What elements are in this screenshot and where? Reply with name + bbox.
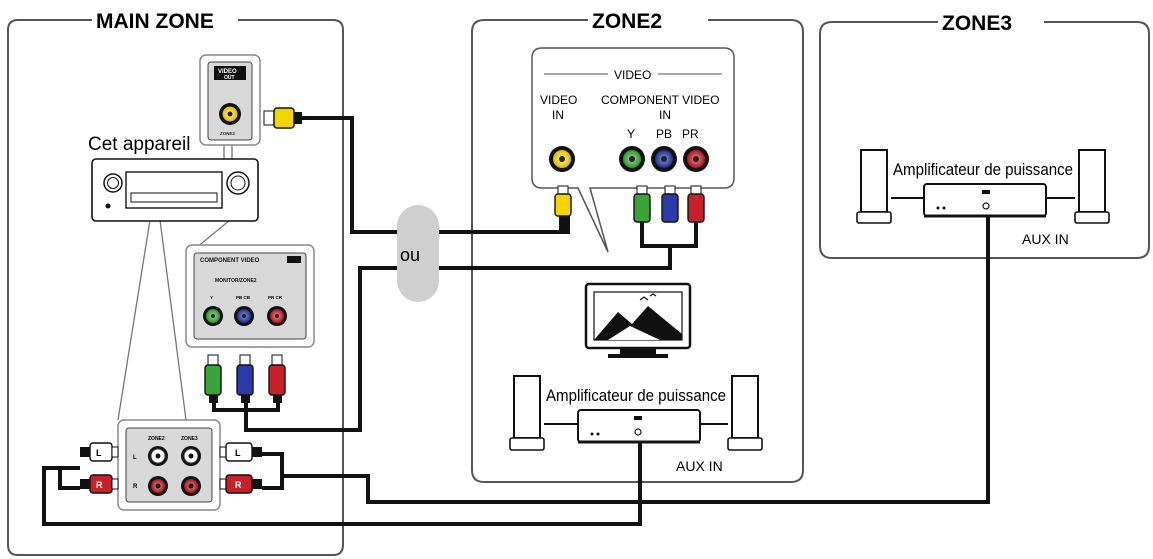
component-jack-y: Y xyxy=(210,295,213,300)
audio-row-r: R xyxy=(133,484,138,490)
video-out-panel: VIDEO OUT ZONE2 xyxy=(199,54,261,146)
zone2-title: ZONE2 xyxy=(592,10,662,33)
plug-right-l: L xyxy=(235,448,241,458)
zone3-aux-in-label: AUX IN xyxy=(1022,231,1069,247)
tv-icon xyxy=(584,282,692,358)
plug-left-r: R xyxy=(96,480,103,490)
or-badge xyxy=(397,205,439,302)
video-out-label: VIDEO xyxy=(218,69,237,75)
channel-pb: PB xyxy=(656,127,672,141)
main-zone-title: MAIN ZONE xyxy=(96,10,214,33)
device-label: Cet appareil xyxy=(88,134,190,155)
cables xyxy=(42,116,990,526)
zone2-speaker-left xyxy=(509,375,545,451)
zone2-amplifier-label: Amplificateur de puissance xyxy=(546,386,726,405)
plug-left-l: L xyxy=(96,448,102,458)
audio-plugs-zone3: L R xyxy=(219,442,262,494)
zone3-speaker-right xyxy=(1074,149,1110,224)
zone2-amplifier xyxy=(577,409,701,444)
audio-out-panel: ZONE2 ZONE3 L R xyxy=(117,419,221,511)
channel-y: Y xyxy=(627,127,635,141)
audio-plugs-zone2: L R xyxy=(80,442,119,494)
component-in-label-line1: COMPONENT VIDEO xyxy=(601,93,719,107)
component-in-label-line2: IN xyxy=(659,108,671,122)
main-zone-frame xyxy=(7,19,344,556)
video-group-title: VIDEO xyxy=(614,68,651,82)
component-jack-pr: PR CR xyxy=(268,295,283,300)
video-in-label-line1: VIDEO xyxy=(540,93,577,107)
zone3-speaker-left xyxy=(856,149,892,224)
zone3-title: ZONE3 xyxy=(942,12,1012,35)
zone2-jacks xyxy=(549,146,709,172)
component-plugs-main xyxy=(204,354,286,403)
channel-pr: PR xyxy=(682,127,699,141)
zone3-amplifier-label: Amplificateur de puissance xyxy=(893,160,1073,179)
component-out-panel: COMPONENT VIDEO MONITOR/ZONE2 Y PB CB PR… xyxy=(185,244,315,348)
video-out-sublabel: OUT xyxy=(224,75,235,81)
component-panel-subtitle: MONITOR/ZONE2 xyxy=(215,278,257,284)
video-in-label-line2: IN xyxy=(552,108,564,122)
or-label: ou xyxy=(400,245,420,265)
zone2-speaker-right xyxy=(727,375,763,451)
audio-row-l: L xyxy=(133,455,137,461)
zone3-amplifier xyxy=(923,183,1047,218)
zone2-frame xyxy=(471,19,804,483)
audio-col-zone2: ZONE2 xyxy=(148,436,165,442)
zone2-plugs xyxy=(554,185,705,230)
component-jack-pb: PB CB xyxy=(236,295,251,300)
zone2-aux-in-label: AUX IN xyxy=(676,458,723,474)
zone3-frame xyxy=(819,21,1150,259)
component-panel-title: COMPONENT VIDEO xyxy=(200,258,260,264)
av-receiver xyxy=(91,158,259,222)
video-plug-main xyxy=(263,107,302,129)
plug-right-r: R xyxy=(235,480,242,490)
audio-col-zone3: ZONE3 xyxy=(181,436,198,442)
video-out-bottom: ZONE2 xyxy=(220,131,236,136)
